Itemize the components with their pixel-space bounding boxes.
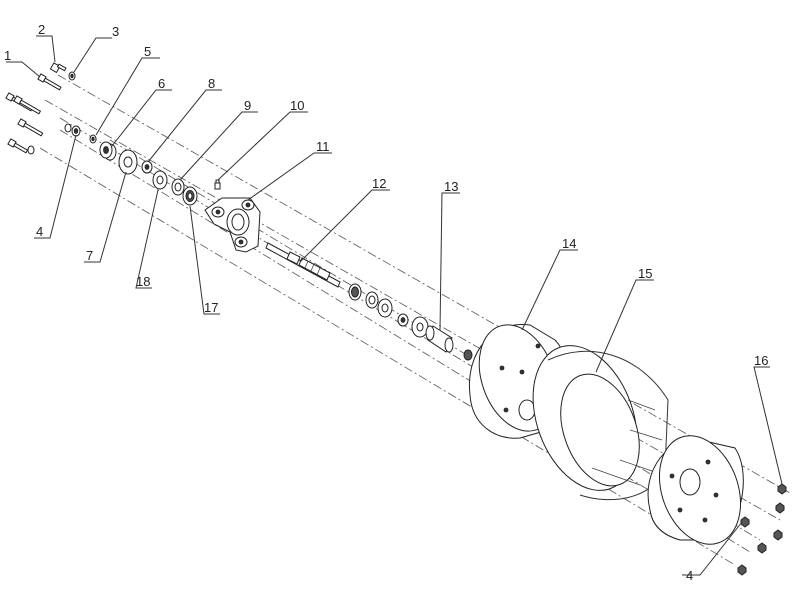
callout-9: 9 (244, 98, 251, 113)
flange-plate-part-7 (118, 149, 138, 175)
rear-drum-part (647, 435, 744, 545)
callout-17: 17 (204, 300, 218, 315)
bolt-part-2 (49, 62, 67, 74)
bolt-set (5, 73, 62, 154)
grease-nipple-part-10 (214, 179, 221, 190)
callout-6: 6 (158, 76, 165, 91)
callout-7: 7 (86, 248, 93, 263)
callout-3: 3 (112, 24, 119, 39)
callout-15: 15 (638, 266, 652, 281)
bushing-part-6 (99, 141, 117, 161)
wheel-tyre-part-15 (532, 345, 669, 501)
nut-set-right (737, 483, 787, 576)
nut-set-left (27, 123, 97, 155)
shaft-bearing-group (348, 283, 429, 338)
callout-16: 16 (754, 353, 768, 368)
callout-12: 12 (372, 176, 386, 191)
callout-11: 11 (316, 139, 330, 154)
callout-2: 2 (38, 22, 45, 37)
callout-1: 1 (4, 48, 11, 63)
bearing-part-17 (182, 186, 198, 206)
callout-labels: 1 2 3 4 5 6 7 8 9 10 11 12 13 14 15 16 1… (4, 22, 768, 583)
callout-5: 5 (144, 44, 151, 59)
housing-part-11 (204, 197, 261, 253)
spacer-tube-part-13 (425, 325, 473, 361)
callout-13: 13 (444, 179, 458, 194)
callout-4-right: 4 (686, 568, 693, 583)
washer-part-3 (68, 71, 76, 81)
bearing-part-9 (171, 178, 185, 196)
bearing-part-8 (141, 160, 153, 174)
washer-part-18 (152, 170, 168, 190)
leader-lines (6, 35, 783, 576)
callout-10: 10 (290, 98, 304, 113)
callout-14: 14 (562, 236, 576, 251)
callout-8: 8 (208, 76, 215, 91)
callout-4: 4 (36, 224, 43, 239)
shaft-part-12 (265, 242, 341, 288)
callout-18: 18 (136, 274, 150, 289)
